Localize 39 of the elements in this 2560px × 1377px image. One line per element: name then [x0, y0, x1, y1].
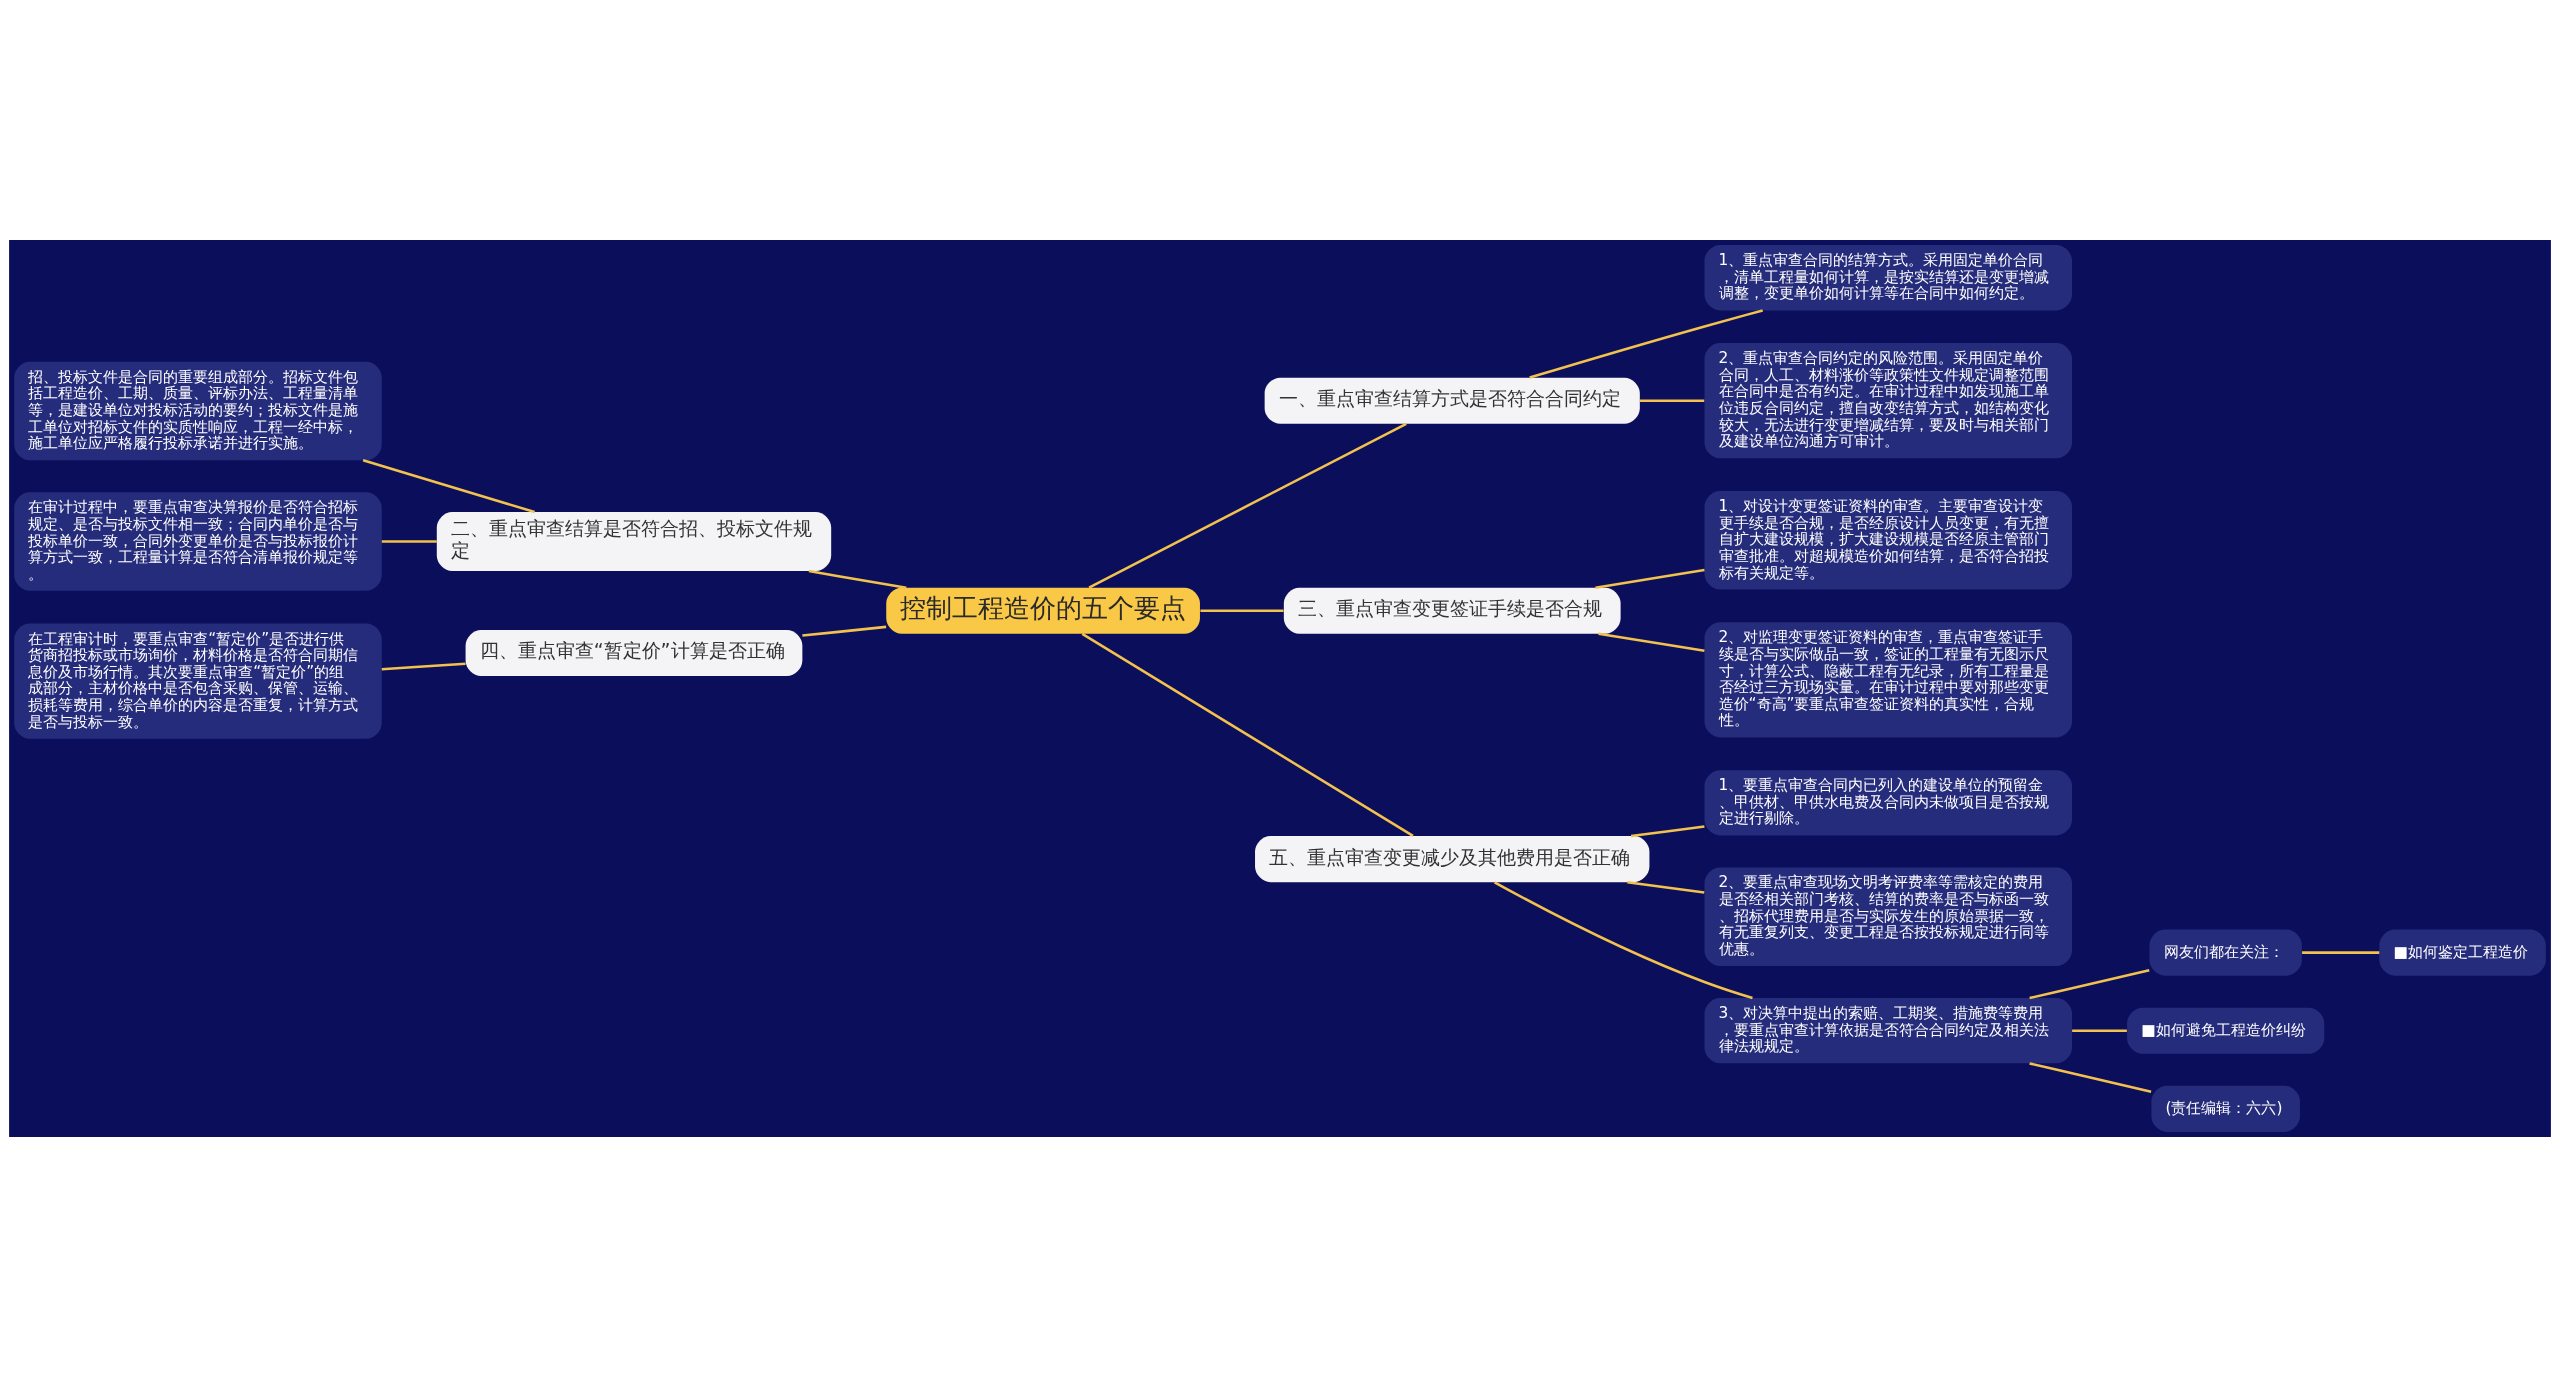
connector [1639, 399, 1705, 402]
node-box: 1、对设计变更签证资料的审查。主要审查设计变更手续是否合规，是否经原设计人员变更，有无擅自扩大建设规模，扩大建设规模是否经原主管部门审查批准。对超规模造价如何结算，是否符合招投标有关规定等。 [1704, 491, 2072, 590]
connector [1598, 632, 1705, 652]
node-box: 控制工程造价的五个要点 [886, 587, 1200, 634]
node-box: 三、重点审查变更签证手续是否合规 [1283, 587, 1621, 634]
connector [2029, 1062, 2152, 1093]
connector [1081, 632, 1414, 838]
connector [1627, 880, 1705, 894]
node-box: 五、重点审查变更减少及其他费用是否正确 [1255, 836, 1650, 883]
node-box: 二、重点审查结算是否符合招、投标文件规定 [436, 512, 832, 571]
node-box: 2、要重点审查现场文明考评费率等需核定的费用是否经相关部门考核、结算的费率是否与标函一致、招标代理费用是否与实际发生的原始票据一致，有无重复列支、变更工程是否按投标规定进行同等优惠。 [1704, 867, 2072, 967]
connector [1529, 309, 1763, 379]
connector [2302, 951, 2380, 954]
connector [2029, 968, 2150, 1000]
connector [802, 625, 887, 637]
connector [1088, 422, 1407, 589]
connector [381, 540, 437, 543]
node-box: 在工程审计时，要重点审查“暂定价”是否进行供货商招投标或市场询价，材料价格是否符合同期信息价及市场行情。其次要重点审查“暂定价”的组成部分，主材价格中是否包含采购、保管、运输、损耗等费用，综合单价的内容是否重复，计算方式是否与投标一致。 [14, 623, 382, 739]
connector [808, 569, 907, 589]
node-box: 一、重点审查结算方式是否符合合同约定 [1264, 377, 1640, 424]
connector [362, 459, 535, 514]
connector [1200, 609, 1284, 612]
connector [2072, 1029, 2127, 1032]
node-box: 四、重点审查“暂定价”计算是否正确 [465, 629, 803, 676]
connector [1595, 568, 1705, 589]
node-box: 3、对决算中提出的索赔、工期奖、措施费等费用，要重点审查计算依据是否符合合同约定及相关法律法规规定。 [1704, 998, 2072, 1064]
node-box: 招、投标文件是合同的重要组成部分。招标文件包括工程造价、工期、质量、评标办法、工程量清单等，是建设单位对投标活动的要约；投标文件是施工单位对招标文件的实质性响应，工程一经中标，施工单位应严格履行投标承诺并进行实施。 [14, 361, 382, 461]
connector [381, 662, 466, 671]
connector [1493, 881, 1753, 1000]
node-box: 在审计过程中，要重点审查决算报价是否符合招标规定、是否与投标文件相一致；合同内单价是否与投标单价一致，合同外变更单价是否与投标报价计算方式一致，工程量计算是否符合清单报价规定等。 [14, 492, 382, 591]
node-box: (责任编辑：六六) [2151, 1085, 2300, 1132]
node-box: 网友们都在关注： [2149, 929, 2302, 976]
node-box: ■如何鉴定工程造价 [2379, 929, 2546, 976]
node-box: 2、对监理变更签证资料的审查，重点审查签证手续是否与实际做品一致，签证的工程量有无图示尺寸，计算公式、隐蔽工程有无纪录，所有工程量是否经过三方现场实量。在审计过程中要对那些变更造价“奇高”要重点审查签证资料的真实性，合规性。 [1704, 622, 2072, 738]
node-box: 2、重点审查合同约定的风险范围。采用固定单价合同，人工、材料涨价等政策性文件规定调整范围在合同中是否有约定。在审计过程中如发现施工单位违反合同约定，擅自改变结算方式，如结构变化较大，无法进行变更增减结算，要及时与相关部门及建设单位沟通方可审计。 [1704, 343, 2072, 459]
node-box: 1、要重点审查合同内已列入的建设单位的预留金、甲供材、甲供水电费及合同内未做项目是否按规定进行剔除。 [1704, 770, 2072, 836]
connector [1630, 825, 1705, 838]
node-box: 1、重点审查合同的结算方式。采用固定单价合同，清单工程量如何计算，是按实结算还是变更增减调整，变更单价如何计算等在合同中如何约定。 [1704, 245, 2072, 311]
node-box: ■如何避免工程造价纠纷 [2127, 1007, 2325, 1054]
